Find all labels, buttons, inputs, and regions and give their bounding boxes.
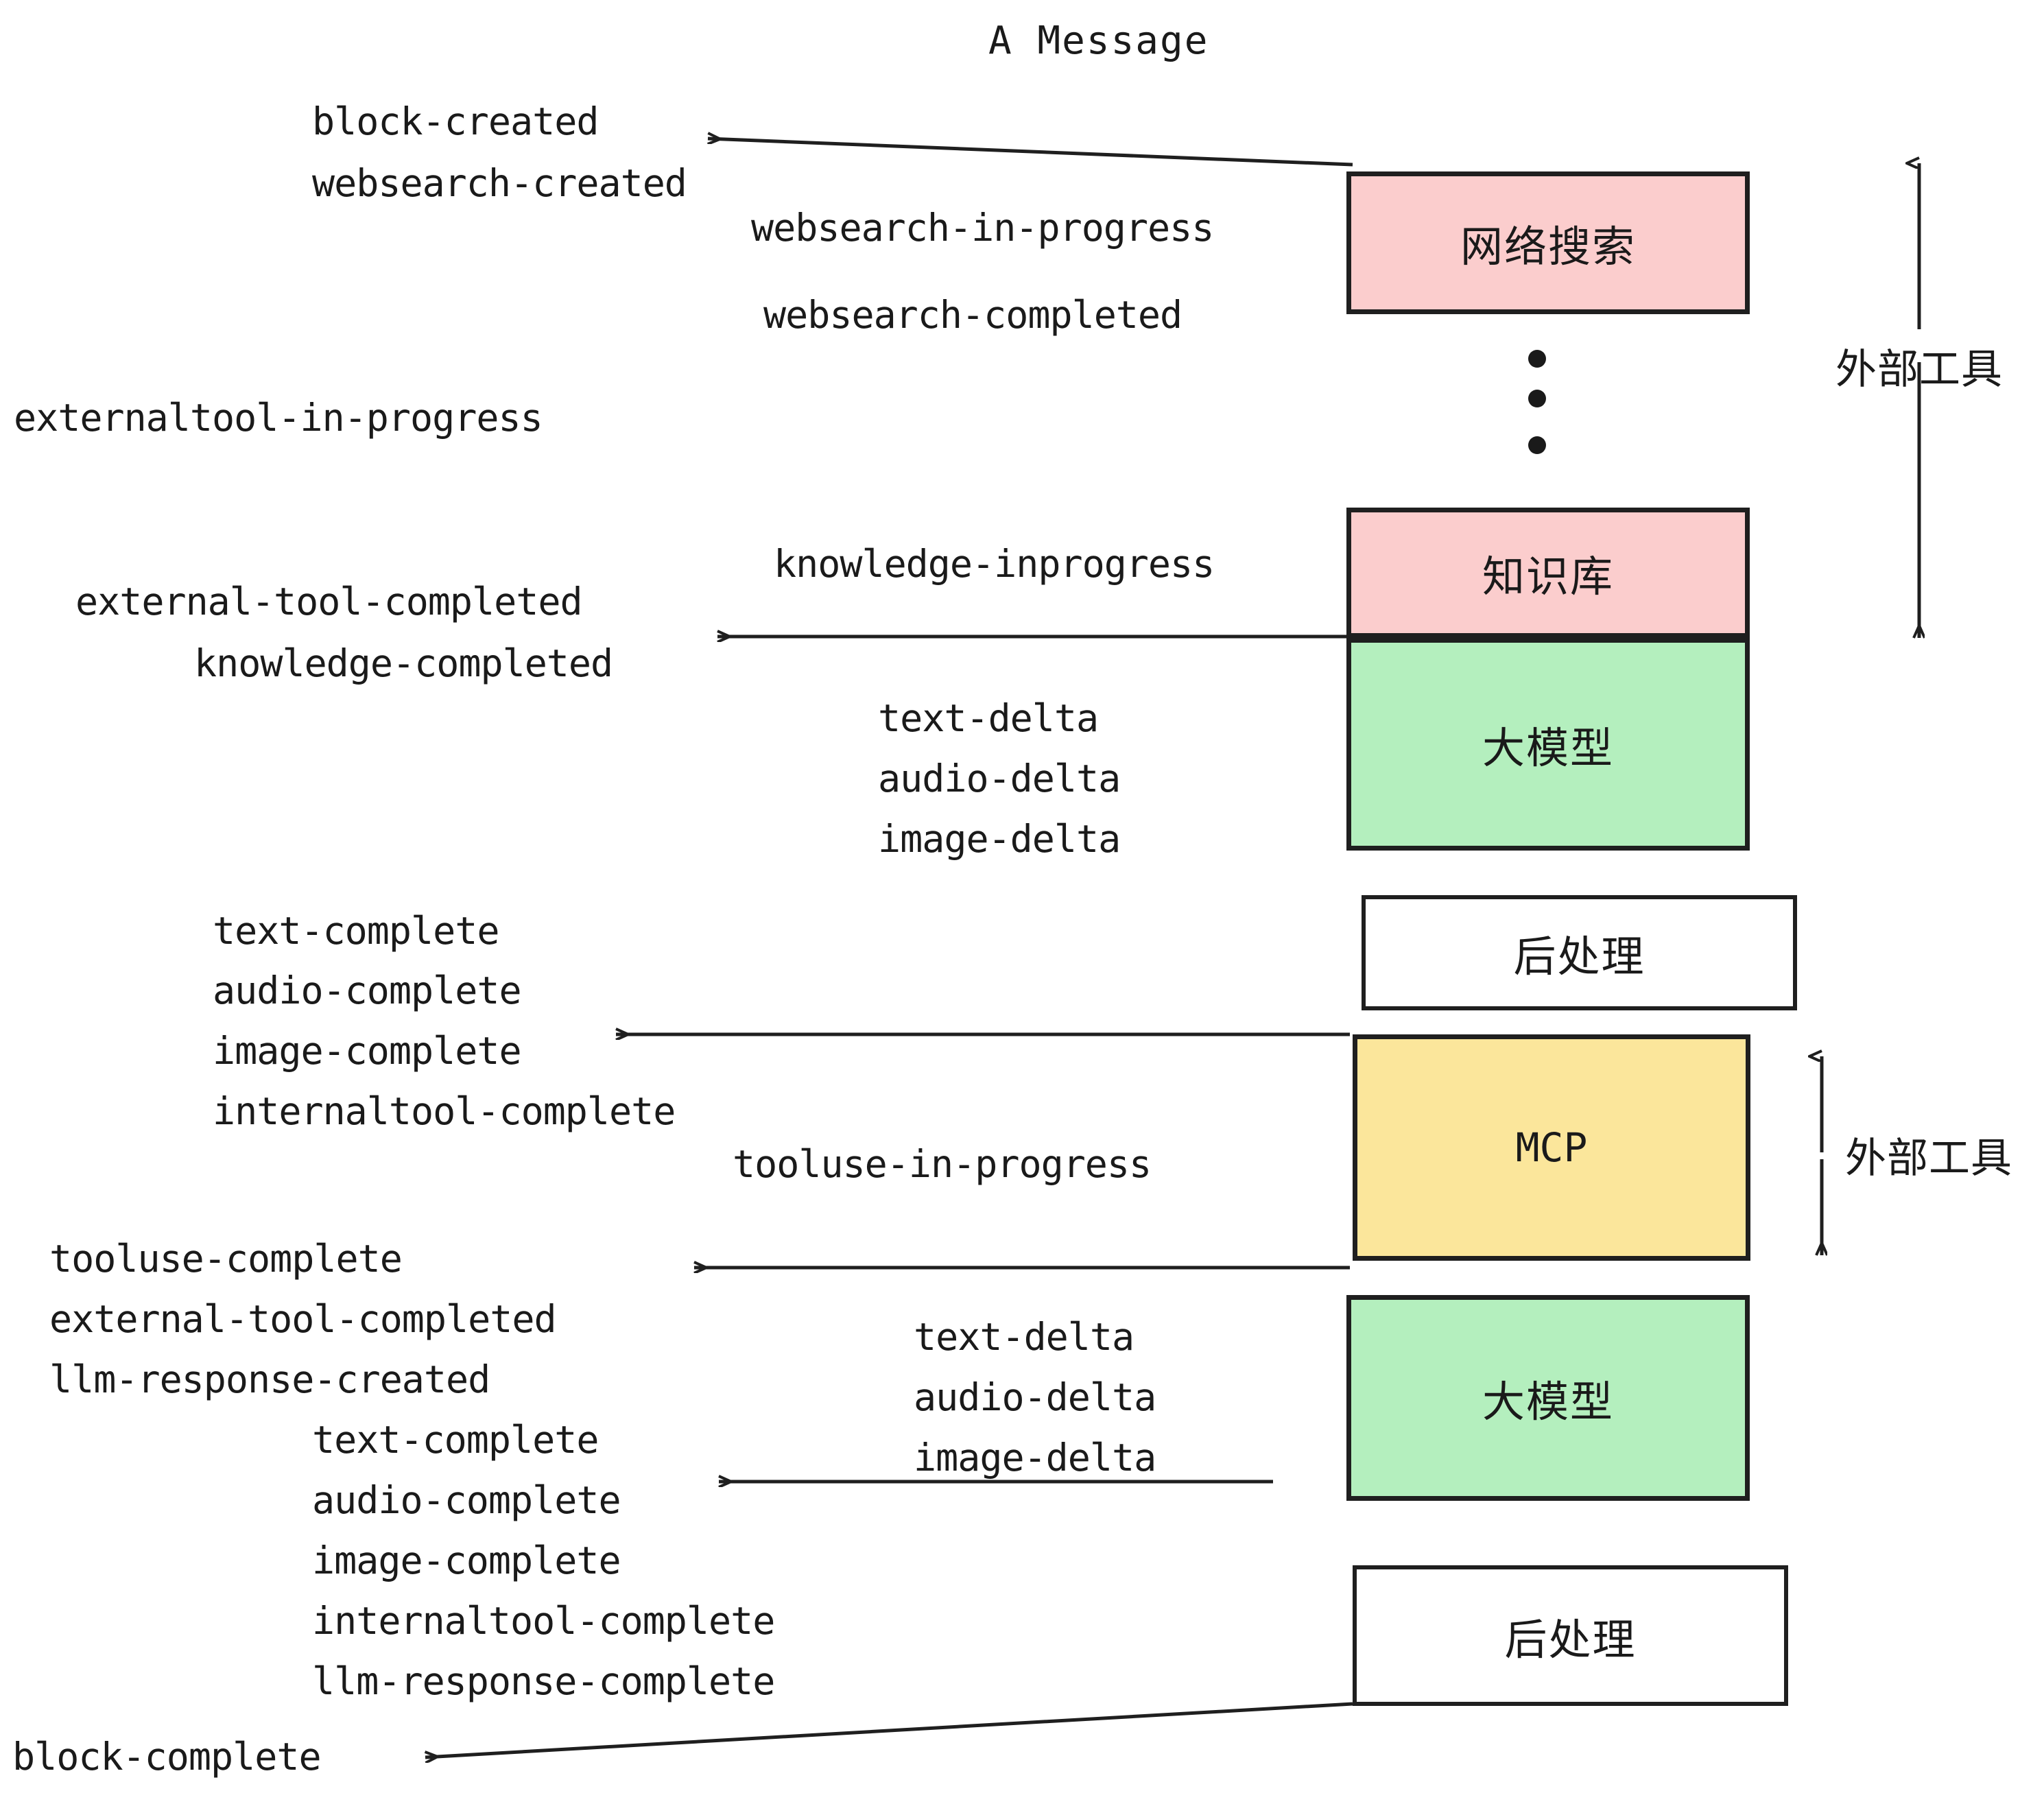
node-postprocess-2[interactable]: 后处理 <box>1353 1565 1788 1706</box>
node-knowledge-label: 知识库 <box>1482 551 1614 602</box>
event-audio-complete-2: audio-complete <box>312 1478 621 1522</box>
event-block-created: block-created <box>312 99 599 143</box>
event-llm-response-created: llm-response-created <box>49 1357 490 1401</box>
event-audio-complete-1: audio-complete <box>213 969 522 1012</box>
event-external-tool-completed-1: external-tool-completed <box>75 580 583 624</box>
event-audio-delta-1: audio-delta <box>878 757 1121 800</box>
node-llm-2[interactable]: 大模型 <box>1346 1295 1750 1501</box>
ellipsis-dot-2 <box>1528 390 1546 407</box>
event-text-delta-2: text-delta <box>914 1315 1134 1359</box>
node-postprocess-2-label: 后处理 <box>1504 1614 1637 1665</box>
node-llm-2-label: 大模型 <box>1482 1377 1614 1427</box>
node-websearch-label: 网络搜索 <box>1460 222 1636 272</box>
event-image-delta-1: image-delta <box>878 817 1121 861</box>
node-mcp-label: MCP <box>1515 1124 1588 1171</box>
event-image-complete-2: image-complete <box>312 1539 621 1582</box>
node-knowledge[interactable]: 知识库 <box>1346 508 1750 638</box>
event-knowledge-completed: knowledge-completed <box>194 641 613 685</box>
event-knowledge-inprogress: knowledge-inprogress <box>774 542 1215 586</box>
annotation-external-tool-upper: 外部工具 <box>1835 346 2003 394</box>
event-websearch-in-progress: websearch-in-progress <box>751 206 1214 250</box>
event-text-complete-2: text-complete <box>312 1418 599 1462</box>
event-llm-response-complete: llm-response-complete <box>312 1659 775 1703</box>
ellipsis-dot-3 <box>1528 436 1546 454</box>
diagram-title: A Message <box>988 19 1209 63</box>
event-externaltool-in-progress: externaltool-in-progress <box>14 396 543 440</box>
node-llm-1[interactable]: 大模型 <box>1346 638 1750 851</box>
event-tooluse-in-progress: tooluse-in-progress <box>733 1142 1152 1186</box>
node-mcp[interactable]: MCP <box>1353 1034 1750 1261</box>
event-block-complete: block-complete <box>12 1735 322 1779</box>
node-postprocess-1[interactable]: 后处理 <box>1362 895 1797 1010</box>
event-text-complete-1: text-complete <box>213 909 499 953</box>
event-tooluse-complete: tooluse-complete <box>49 1237 403 1281</box>
event-websearch-created: websearch-created <box>312 161 687 205</box>
event-external-tool-completed-2: external-tool-completed <box>49 1297 557 1341</box>
event-websearch-completed: websearch-completed <box>763 293 1183 337</box>
event-image-delta-2: image-delta <box>914 1436 1156 1480</box>
annotation-external-tool-lower: 外部工具 <box>1845 1135 2012 1183</box>
event-image-complete-1: image-complete <box>213 1029 522 1073</box>
node-websearch[interactable]: 网络搜索 <box>1346 171 1750 314</box>
node-llm-1-label: 大模型 <box>1482 723 1614 773</box>
ellipsis-dot-1 <box>1528 350 1546 368</box>
arrow-websearch-to-created <box>708 139 1353 167</box>
event-internaltool-complete-1: internaltool-complete <box>213 1089 676 1133</box>
node-postprocess-1-label: 后处理 <box>1513 931 1645 982</box>
event-internaltool-complete-2: internaltool-complete <box>312 1599 775 1643</box>
event-audio-delta-2: audio-delta <box>914 1375 1156 1419</box>
event-text-delta-1: text-delta <box>878 696 1099 740</box>
arrow-postprocess2-to-block-complete <box>425 1702 1353 1757</box>
